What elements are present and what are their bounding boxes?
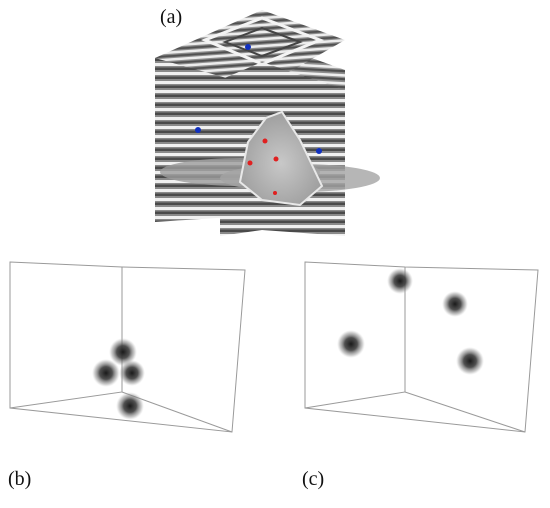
point-red-4 [273,191,277,195]
salt-body [238,110,324,207]
blobs-c [337,268,484,375]
blurred-point [442,291,468,317]
panel-label-a: (a) [160,6,183,28]
point-blue-2 [195,127,201,133]
point-red-1 [262,138,268,144]
wireframe-box-b [9,261,246,433]
blurred-point [119,360,145,386]
blurred-point [92,359,120,387]
panel-label-c: (c) [302,468,325,490]
point-blue-1 [245,44,251,50]
seismic-volume [155,10,380,236]
point-red-3 [273,156,279,162]
point-blue-3 [316,148,322,154]
blurred-point [337,330,365,358]
point-red-2 [247,160,253,166]
panel-label-b: (b) [8,468,32,490]
blurred-point [387,268,413,294]
blurred-point [109,338,137,366]
blurred-point [456,347,484,375]
blurred-point [116,392,144,420]
wireframe-box-c [304,261,539,433]
blobs-b [92,338,145,420]
